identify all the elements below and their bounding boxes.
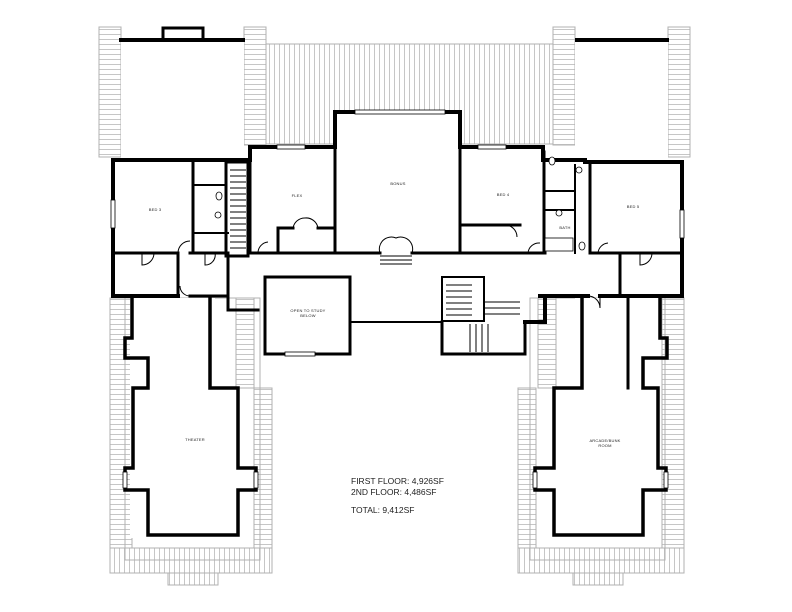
room-label-bonus: BONUS (390, 181, 406, 186)
room-label-bath: BATH (559, 225, 571, 230)
room-label-flex: FLEX (291, 193, 303, 198)
first-floor-area: FIRST FLOOR: 4,926SF (351, 476, 444, 486)
room-label-open-to-study-below: OPEN TO STUDY BELOW (290, 308, 326, 318)
roof-areas (98, 26, 691, 586)
area-summary: FIRST FLOOR: 4,926SF 2ND FLOOR: 4,486SF … (351, 476, 444, 516)
second-floor-area: 2ND FLOOR: 4,486SF (351, 487, 437, 497)
room-label-arcade-bunk-room: ARCADE/BUNK ROOM (589, 438, 621, 448)
room-label-bed-3: BED 3 (148, 207, 162, 212)
room-label-bed-4: BED 4 (496, 192, 510, 197)
room-label-bed-5: BED 5 (626, 204, 640, 209)
room-label-theater: THEATER (185, 437, 205, 442)
walls (111, 26, 684, 537)
total-area: TOTAL: 9,412SF (351, 505, 415, 515)
